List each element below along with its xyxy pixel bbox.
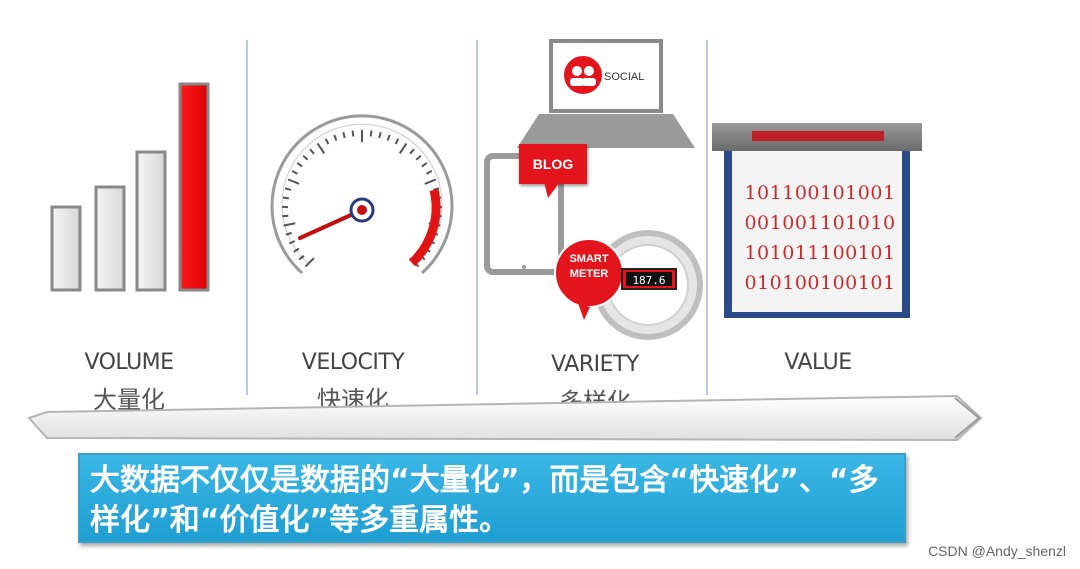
binary-line: 010100100101 — [744, 272, 896, 294]
meter-reading: 187.6 — [632, 274, 665, 287]
blog-badge: BLOG — [519, 144, 587, 184]
social-label: SOCIAL — [604, 71, 644, 83]
speedometer-tick — [324, 138, 330, 145]
column-divider — [246, 40, 248, 395]
arrow-band — [27, 394, 983, 442]
speedometer-tick — [432, 187, 440, 191]
speedometer-tick — [293, 247, 300, 253]
binary-readout: 101100101001 001001101010 101011100101 0… — [735, 178, 905, 298]
speedometer-tick — [409, 148, 415, 155]
bar-chart-icon — [50, 82, 210, 292]
speedometer-tick — [316, 142, 326, 155]
speedometer-tick — [284, 187, 292, 191]
speedometer-tick — [287, 178, 300, 185]
speedometer-icon — [270, 114, 454, 275]
volume-label: VOLUME — [84, 350, 174, 375]
smart-meter-line2: METER — [570, 268, 609, 280]
speedometer-tick — [398, 142, 408, 155]
binary-line: 101011100101 — [744, 242, 896, 264]
binary-line: 001001101010 — [744, 212, 896, 234]
meter-icon: SMART METER 187.6 — [554, 230, 703, 340]
speedometer-tick — [415, 154, 422, 161]
speedometer-tick — [285, 231, 292, 236]
speedometer-tick — [386, 134, 391, 141]
caption-text: 大数据不仅仅是数据的“大量化”，而是包含“快速化”、“多样化”和“价值化”等多重… — [90, 463, 879, 538]
blog-label: BLOG — [532, 156, 574, 172]
speedometer-tick — [288, 240, 296, 245]
variety-label: VARIETY — [551, 352, 639, 377]
value-label: VALUE — [784, 350, 852, 375]
caption-box: 大数据不仅仅是数据的“大量化”，而是包含“快速化”、“多样化”和“价值化”等多重… — [78, 453, 906, 543]
speedometer-tick — [333, 134, 338, 141]
speedometer-tick — [421, 162, 428, 168]
speedometer-tick — [283, 222, 296, 227]
speedometer-tick — [291, 170, 298, 175]
column-divider — [706, 40, 708, 395]
speedometer-tick — [424, 178, 437, 185]
speedometer-tick — [426, 170, 433, 175]
laptop-icon: SOCIAL — [517, 39, 695, 148]
speedometer-tick — [282, 196, 290, 200]
smart-meter-line1: SMART — [569, 253, 608, 265]
speedometer-tick — [351, 130, 355, 137]
binary-line: 101100101001 — [744, 182, 896, 204]
watermark: CSDN @Andy_shenzl — [928, 543, 1066, 559]
velocity-label: VELOCITY — [301, 350, 405, 375]
speedometer-tick — [302, 154, 309, 161]
speedometer-tick — [394, 138, 400, 145]
speedometer-tick — [298, 255, 305, 261]
speedometer-tick — [369, 130, 373, 137]
speedometer-tick — [296, 162, 303, 168]
speedometer-tick — [378, 131, 382, 139]
speedometer-tick — [342, 131, 346, 139]
blog-pointer — [544, 182, 560, 198]
speedometer-tick — [309, 148, 315, 155]
column-divider — [476, 40, 478, 395]
speedometer-tick — [304, 257, 315, 268]
atm-screen-icon — [712, 123, 922, 318]
